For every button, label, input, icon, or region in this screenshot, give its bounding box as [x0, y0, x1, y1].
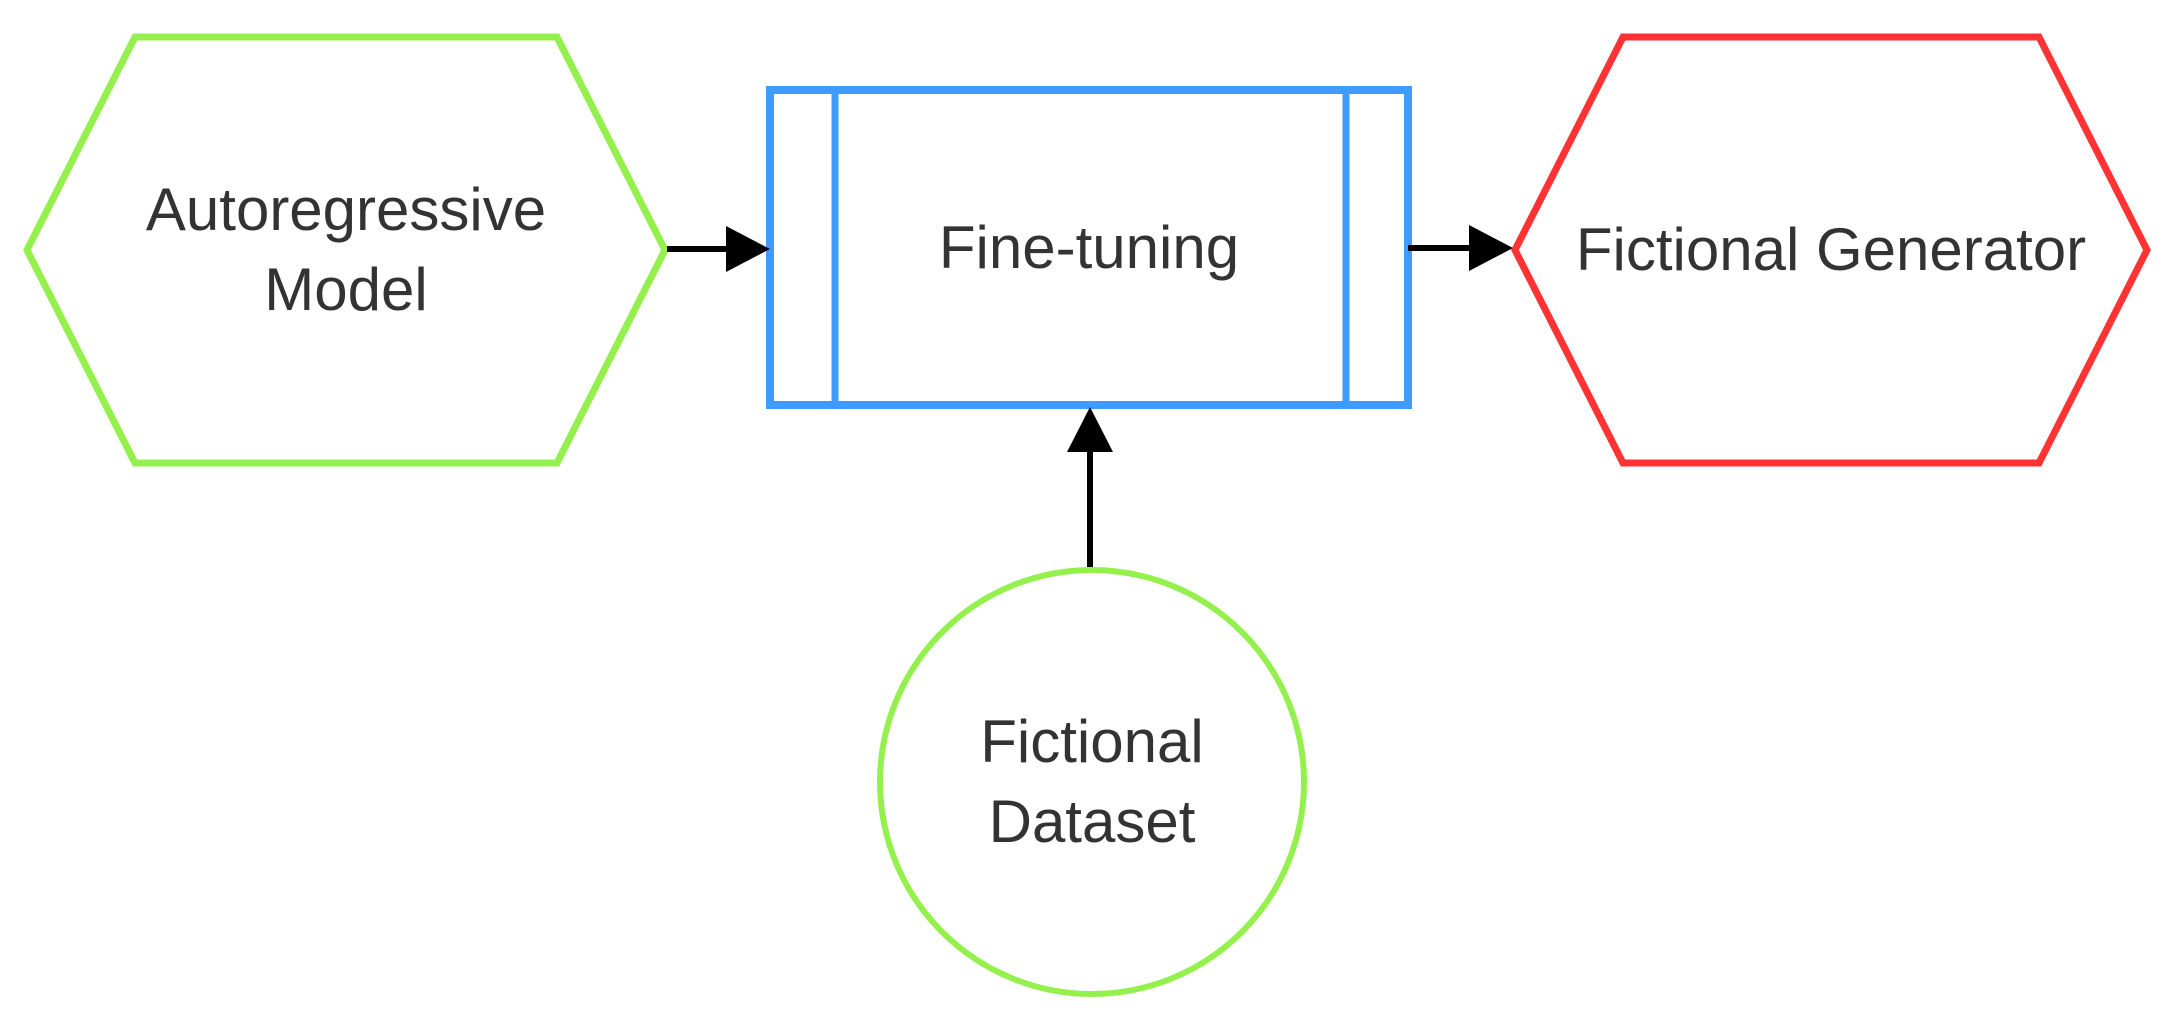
- circle-fictional-dataset[interactable]: [877, 567, 1307, 997]
- edge-finetuning-to-generator[interactable]: [1408, 225, 1513, 271]
- label-autoregressive-model: Autoregressive Model: [145, 176, 547, 323]
- label-fictional-generator: Fictional Generator: [1575, 216, 2087, 283]
- arrowhead-right-icon: [726, 226, 770, 272]
- hexagon-fictional-generator[interactable]: [1511, 33, 2151, 467]
- label-fine-tuning: Fine-tuning: [938, 214, 1240, 281]
- hexagon-autoregressive-model[interactable]: [23, 33, 669, 467]
- label-fictional-dataset: Fictional Dataset: [980, 708, 1204, 855]
- edge-autoregressive-to-finetuning[interactable]: [667, 226, 770, 272]
- edge-dataset-to-finetuning[interactable]: [1067, 407, 1113, 567]
- process-box-fine-tuning[interactable]: [766, 86, 1412, 409]
- arrowhead-up-icon: [1067, 407, 1113, 452]
- arrowhead-right-icon: [1469, 225, 1513, 271]
